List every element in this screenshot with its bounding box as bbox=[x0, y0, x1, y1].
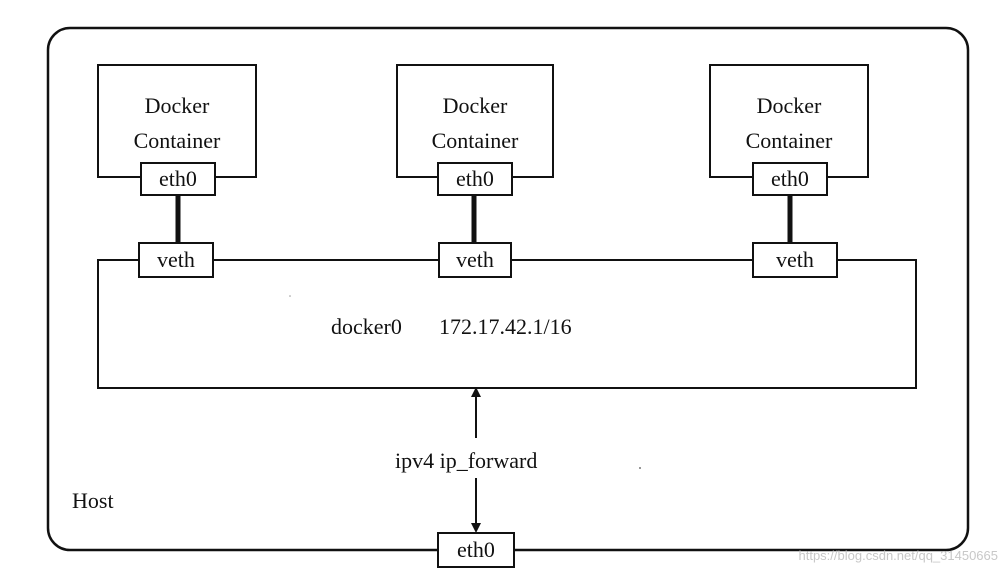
scan-speck bbox=[289, 295, 291, 297]
veth-1: veth bbox=[138, 242, 214, 278]
veth-3: veth bbox=[752, 242, 838, 278]
host-label: Host bbox=[72, 488, 114, 513]
bridge-address: 172.17.42.1/16 bbox=[439, 314, 572, 339]
host-eth0: eth0 bbox=[437, 532, 515, 568]
container-box-2 bbox=[396, 64, 554, 178]
container-eth0-1: eth0 bbox=[140, 162, 216, 196]
ip-forward-label: ipv4 ip_forward bbox=[395, 448, 538, 473]
veth-2: veth bbox=[438, 242, 512, 278]
container-title-3-line2: Container bbox=[745, 128, 833, 153]
container-box-3 bbox=[709, 64, 869, 178]
container-title-1-line2: Container bbox=[133, 128, 221, 153]
bridge-outline bbox=[97, 259, 917, 389]
container-eth0-3: eth0 bbox=[752, 162, 828, 196]
container-title-2-line2: Container bbox=[431, 128, 519, 153]
watermark: https://blog.csdn.net/qq_31450665 bbox=[798, 548, 999, 563]
container-title-3-line1: Docker bbox=[756, 93, 822, 118]
container-eth0-2: eth0 bbox=[437, 162, 513, 196]
container-box-1 bbox=[97, 64, 257, 178]
scan-speck bbox=[639, 467, 641, 469]
container-title-2-line1: Docker bbox=[442, 93, 508, 118]
container-title-1-line1: Docker bbox=[144, 93, 210, 118]
bridge-name: docker0 bbox=[331, 314, 402, 339]
